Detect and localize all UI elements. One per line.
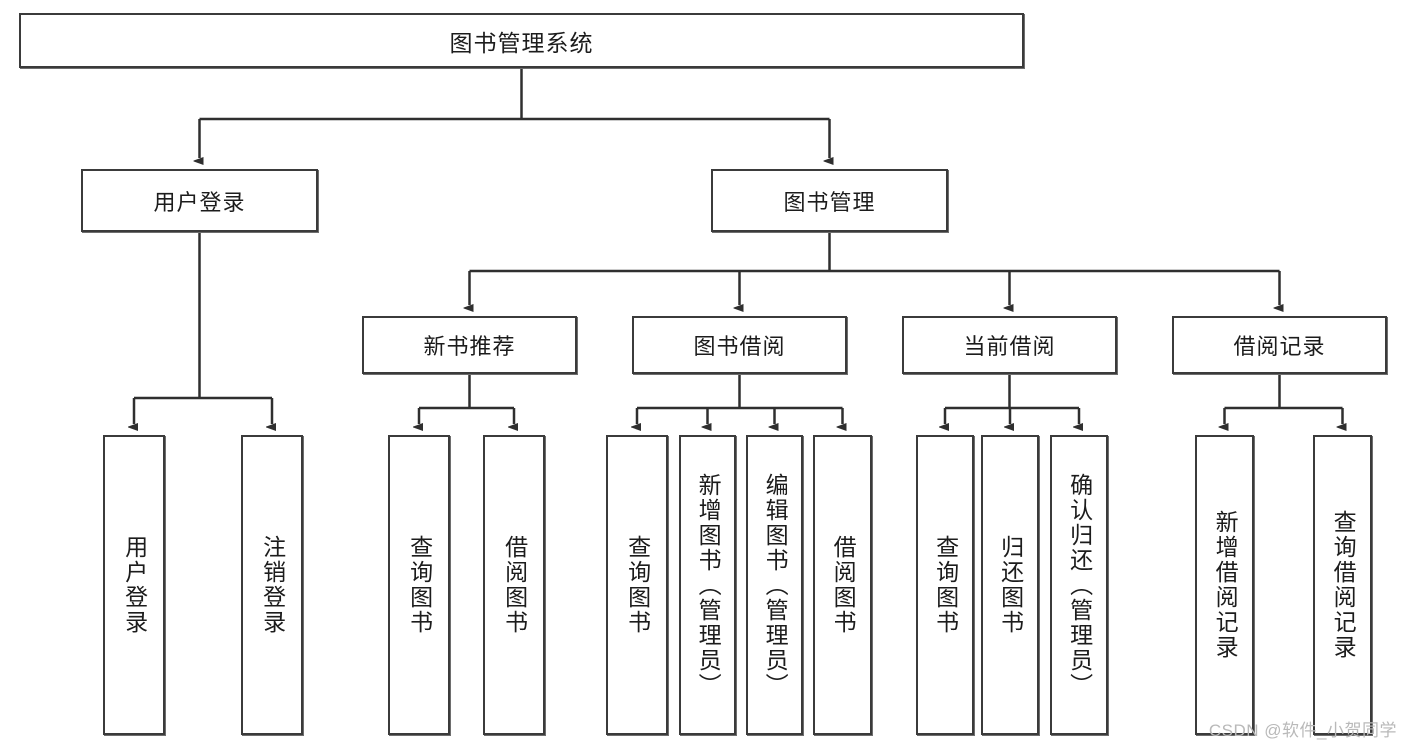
node-label: 借阅记录 [1233,334,1326,359]
node-label: 图书管理系统 [449,29,594,56]
node-label: 当前借阅 [963,334,1056,359]
node-user-login[interactable]: 用户登录 [81,169,318,232]
node-current-borrow[interactable]: 当前借阅 [902,316,1117,374]
watermark-label: CSDN @软件_小贺同学 [1208,721,1397,740]
node-label: 新增借阅记录 [1212,510,1239,660]
node-leaf-query-book-1[interactable]: 查询图书 [388,435,450,735]
node-book-borrow[interactable]: 图书借阅 [632,316,847,374]
node-label: 新书推荐 [423,334,516,359]
node-borrow-record[interactable]: 借阅记录 [1172,316,1387,374]
node-label: 新增图书（管理员） [695,472,722,698]
node-leaf-logout-login[interactable]: 注销登录 [241,435,303,735]
node-label: 归还图书 [997,535,1024,635]
node-leaf-borrow-book-1[interactable]: 借阅图书 [483,435,545,735]
node-leaf-query-borrow-record[interactable]: 查询借阅记录 [1313,435,1372,735]
node-leaf-return-book[interactable]: 归还图书 [981,435,1039,735]
node-label: 借阅图书 [830,535,857,635]
node-leaf-query-book-2[interactable]: 查询图书 [606,435,668,735]
node-leaf-query-book-3[interactable]: 查询图书 [916,435,974,735]
node-label: 图书管理 [783,189,876,215]
node-leaf-confirm-return-admin[interactable]: 确认归还（管理员） [1050,435,1108,735]
node-label: 借阅图书 [501,535,528,635]
node-leaf-add-book-admin[interactable]: 新增图书（管理员） [679,435,736,735]
node-book-manage[interactable]: 图书管理 [711,169,948,232]
node-label: 用户登录 [121,535,148,635]
node-leaf-borrow-book-2[interactable]: 借阅图书 [813,435,872,735]
node-root[interactable]: 图书管理系统 [19,13,1024,68]
node-label: 查询图书 [406,535,433,635]
node-leaf-user-login[interactable]: 用户登录 [103,435,165,735]
node-label: 编辑图书（管理员） [762,472,789,698]
node-label: 查询借阅记录 [1330,510,1357,660]
node-label: 注销登录 [259,535,286,635]
node-label: 用户登录 [153,189,246,215]
node-leaf-edit-book-admin[interactable]: 编辑图书（管理员） [746,435,803,735]
node-label: 查询图书 [932,535,959,635]
node-label: 查询图书 [624,535,651,635]
node-leaf-add-borrow-record[interactable]: 新增借阅记录 [1195,435,1254,735]
node-label: 图书借阅 [693,334,786,359]
node-label: 确认归还（管理员） [1066,472,1093,698]
node-new-book-recommend[interactable]: 新书推荐 [362,316,577,374]
